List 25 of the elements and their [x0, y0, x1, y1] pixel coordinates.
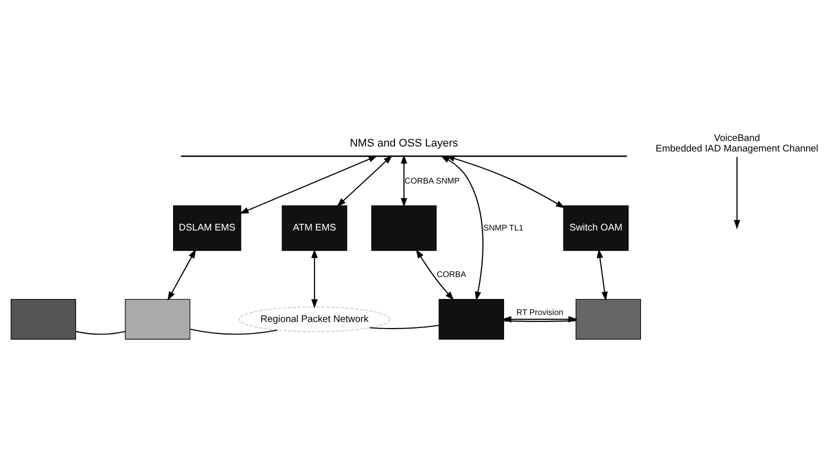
node-box: DSLAM EMS: [173, 204, 242, 250]
node-box: [438, 298, 504, 340]
arrow: [416, 248, 454, 300]
arrow: [446, 154, 565, 208]
arrow: [502, 316, 578, 322]
arrow: [336, 154, 393, 206]
arrow: [311, 248, 318, 308]
arrow: [596, 248, 608, 300]
arrow: [400, 154, 408, 207]
node-box: [124, 298, 190, 340]
connector: [370, 324, 440, 329]
node-box: [576, 298, 641, 340]
node-box: [371, 204, 437, 250]
node-box: Switch OAM: [563, 204, 629, 250]
connector: [76, 330, 126, 334]
node-box: ATM EMS: [282, 204, 348, 250]
node-text: VoiceBand Embedded IAD Management Channel: [656, 132, 818, 154]
node-box: [10, 298, 76, 340]
arrow: [440, 154, 484, 300]
arrow: [168, 248, 196, 300]
arrow: [240, 155, 378, 214]
node-text: NMS and OSS Layers: [350, 136, 458, 149]
connector: [504, 320, 576, 322]
connector: [190, 328, 278, 334]
node-ellipse: Regional Packet Network: [238, 306, 390, 332]
